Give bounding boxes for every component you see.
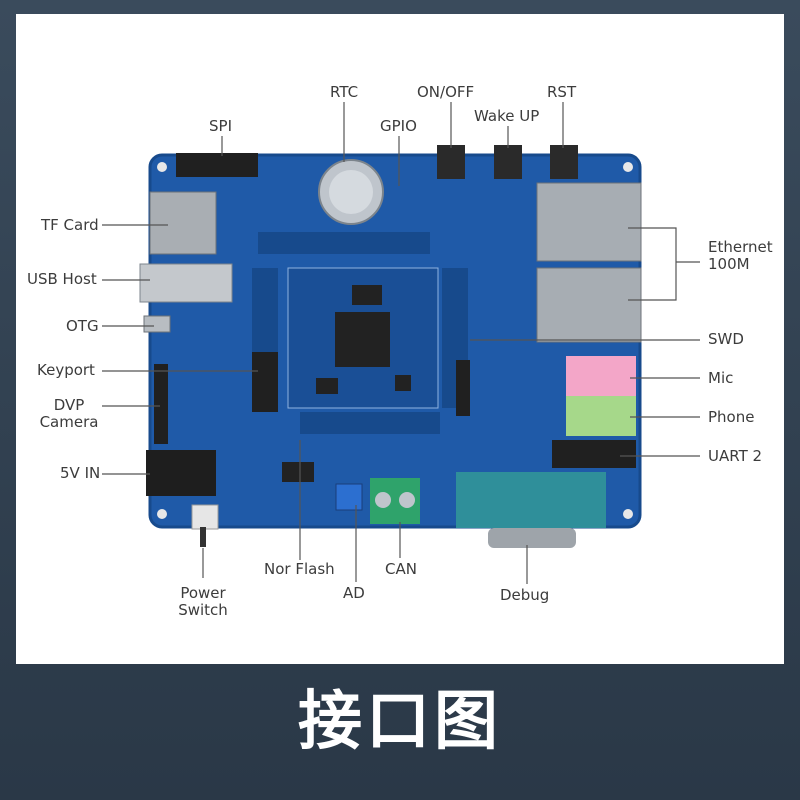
pcb-board — [139, 145, 642, 548]
power-switch-body — [191, 504, 219, 530]
mcu-chip — [335, 312, 390, 367]
label-rtc: RTC — [330, 83, 359, 101]
label-power-switch: Power Switch — [168, 585, 238, 619]
small-chip — [316, 378, 338, 394]
can-screw — [399, 492, 415, 508]
label-5vin: 5V IN — [60, 464, 101, 482]
label-phone: Phone — [708, 408, 755, 426]
small-chip — [395, 375, 411, 391]
label-ethernet-line2: 100M — [708, 255, 750, 273]
label-keyport: Keyport — [37, 361, 95, 379]
sdram-chip — [352, 285, 382, 305]
label-ethernet: Ethernet 100M — [708, 239, 778, 273]
header-row — [258, 232, 430, 254]
header-row — [300, 412, 440, 434]
swd-header — [456, 360, 470, 416]
uart2-header — [552, 440, 636, 468]
phone-jack — [566, 396, 636, 436]
tf-card-slot — [149, 191, 217, 255]
label-power-line1: Power — [180, 584, 226, 602]
label-swd: SWD — [708, 330, 744, 348]
wakeup-button-body — [494, 145, 522, 179]
label-dvp-line1: DVP — [53, 396, 85, 414]
debug-db9-shell — [456, 472, 606, 528]
usb-host-port — [139, 263, 233, 303]
label-ad: AD — [343, 584, 365, 602]
label-mic: Mic — [708, 369, 734, 387]
label-debug: Debug — [500, 586, 550, 604]
mount-hole — [157, 162, 167, 172]
mount-hole — [157, 509, 167, 519]
rtc-battery-face — [329, 170, 373, 214]
label-dvp-line2: Camera — [39, 413, 99, 431]
ad-potentiometer — [335, 483, 363, 511]
label-norflash: Nor Flash — [264, 560, 335, 578]
mic-jack — [566, 356, 636, 396]
label-tfcard: TF Card — [41, 216, 99, 234]
debug-db9-plug — [488, 528, 576, 548]
leader-ethernet-bracket — [628, 227, 677, 301]
can-screw — [375, 492, 391, 508]
dc-jack — [146, 450, 216, 496]
rst-button-body — [550, 145, 578, 179]
label-spi: SPI — [209, 117, 232, 135]
label-power-line2: Switch — [178, 601, 228, 619]
keyport-header — [252, 352, 278, 412]
leader-lines — [102, 102, 700, 584]
ethernet-port-1 — [536, 182, 642, 262]
dvp-connector — [154, 364, 168, 444]
label-ethernet-line1: Ethernet — [708, 238, 773, 256]
onoff-button-body — [437, 145, 465, 179]
nor-flash-chip — [282, 462, 314, 482]
label-onoff: ON/OFF — [417, 83, 475, 101]
label-can: CAN — [385, 560, 417, 578]
label-otg: OTG — [66, 317, 99, 335]
mount-hole — [623, 162, 633, 172]
spi-header — [176, 153, 258, 177]
label-usbhost: USB Host — [27, 270, 97, 288]
label-dvp-camera: DVP Camera — [34, 397, 104, 431]
ethernet-port-2 — [536, 267, 642, 343]
mount-hole — [623, 509, 633, 519]
otg-port — [143, 315, 171, 333]
label-uart2: UART 2 — [708, 447, 763, 465]
power-switch-lever — [200, 527, 206, 547]
label-gpio: GPIO — [380, 117, 417, 135]
page-caption: 接口图 — [298, 685, 502, 759]
label-wakeup: Wake UP — [474, 107, 540, 125]
label-rst: RST — [547, 83, 577, 101]
